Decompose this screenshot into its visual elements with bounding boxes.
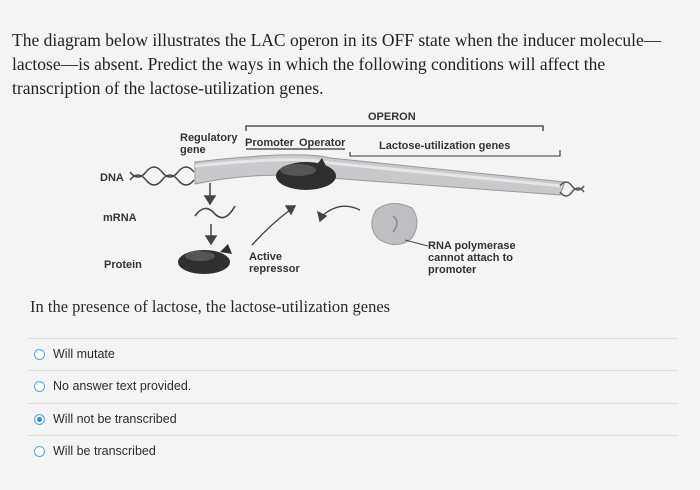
arrow-mrna-to-protein — [204, 224, 218, 246]
answer-option-label: Will be transcribed — [53, 444, 156, 458]
arrow-polymerase-blocked — [316, 205, 361, 223]
answer-option[interactable]: Will not be transcribed — [28, 403, 678, 434]
radio-button[interactable] — [34, 445, 45, 457]
dna-helix-left — [129, 166, 195, 186]
operon-bracket — [245, 125, 544, 131]
lac-operon-diagram — [129, 125, 585, 274]
operator-label: Operator — [299, 137, 346, 149]
answer-option-label: Will not be transcribed — [53, 412, 177, 426]
answer-option-label: No answer text provided. — [53, 379, 192, 393]
subquestion-text: In the presence of lactose, the lactose-… — [30, 297, 391, 316]
answer-option[interactable]: No answer text provided. — [28, 370, 678, 401]
dna-helix-right — [559, 181, 585, 197]
arrow-dna-to-mrna — [203, 183, 217, 206]
radio-button[interactable] — [34, 348, 45, 360]
radio-button-selected[interactable] — [34, 413, 45, 425]
regulatory-gene-label: Regulatory gene — [180, 132, 238, 156]
protein-label: Protein — [104, 259, 142, 271]
arrow-repressor-to-operator — [251, 205, 297, 246]
dna-label: DNA — [100, 172, 124, 184]
active-repressor-label: Active repressor — [249, 251, 300, 275]
dna-bar — [194, 154, 566, 196]
mrna-strand — [194, 205, 236, 219]
answer-option[interactable]: Will be transcribed — [28, 435, 678, 466]
answer-option-label: Will mutate — [53, 347, 115, 361]
polymerase-label-pointer — [404, 239, 429, 247]
lac-genes-bracket — [349, 150, 561, 157]
lac-genes-label: Lactose-utilization genes — [379, 140, 511, 152]
mrna-label: mRNA — [103, 212, 137, 224]
rna-polymerase-label: RNA polymerase cannot attach to promoter — [428, 240, 516, 276]
rna-polymerase — [371, 203, 418, 245]
repressor-protein — [178, 244, 232, 274]
promoter-label: Promoter — [245, 137, 294, 149]
repressor-on-operator — [276, 158, 336, 190]
answer-option[interactable]: Will mutate — [28, 338, 678, 369]
question-text: The diagram below illustrates the LAC op… — [12, 30, 662, 98]
operon-label: OPERON — [368, 111, 416, 123]
radio-button[interactable] — [34, 380, 45, 392]
